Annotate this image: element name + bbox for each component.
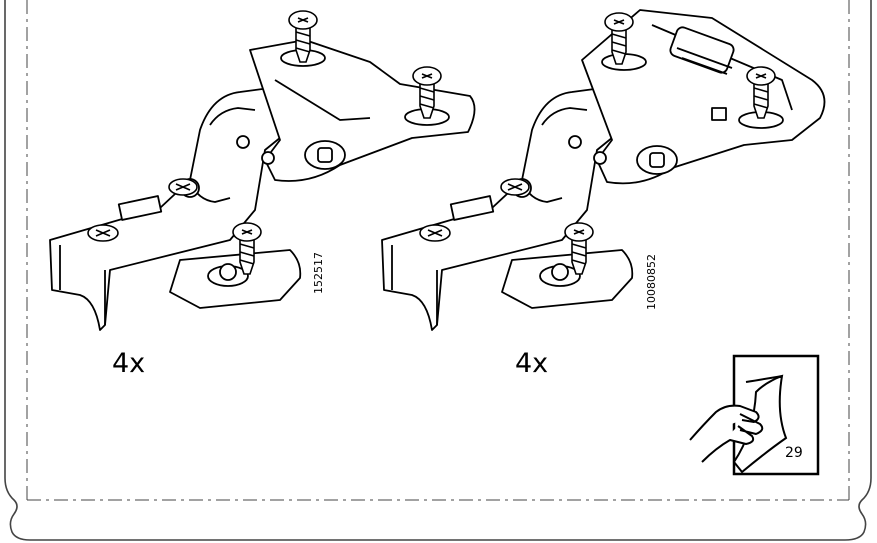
frame-outline bbox=[4, 0, 872, 541]
hinge-with-screws-icon bbox=[49, 10, 476, 331]
article-number-right: 10080852 bbox=[645, 254, 658, 310]
article-number-left: 152517 bbox=[312, 252, 325, 294]
quantity-right: 4x bbox=[515, 348, 549, 379]
page-number: 29 bbox=[785, 445, 803, 461]
soft-close-hinge-with-screws-icon bbox=[381, 9, 826, 331]
quantity-left: 4x bbox=[112, 348, 146, 379]
hand-turning-page-icon bbox=[689, 354, 820, 476]
